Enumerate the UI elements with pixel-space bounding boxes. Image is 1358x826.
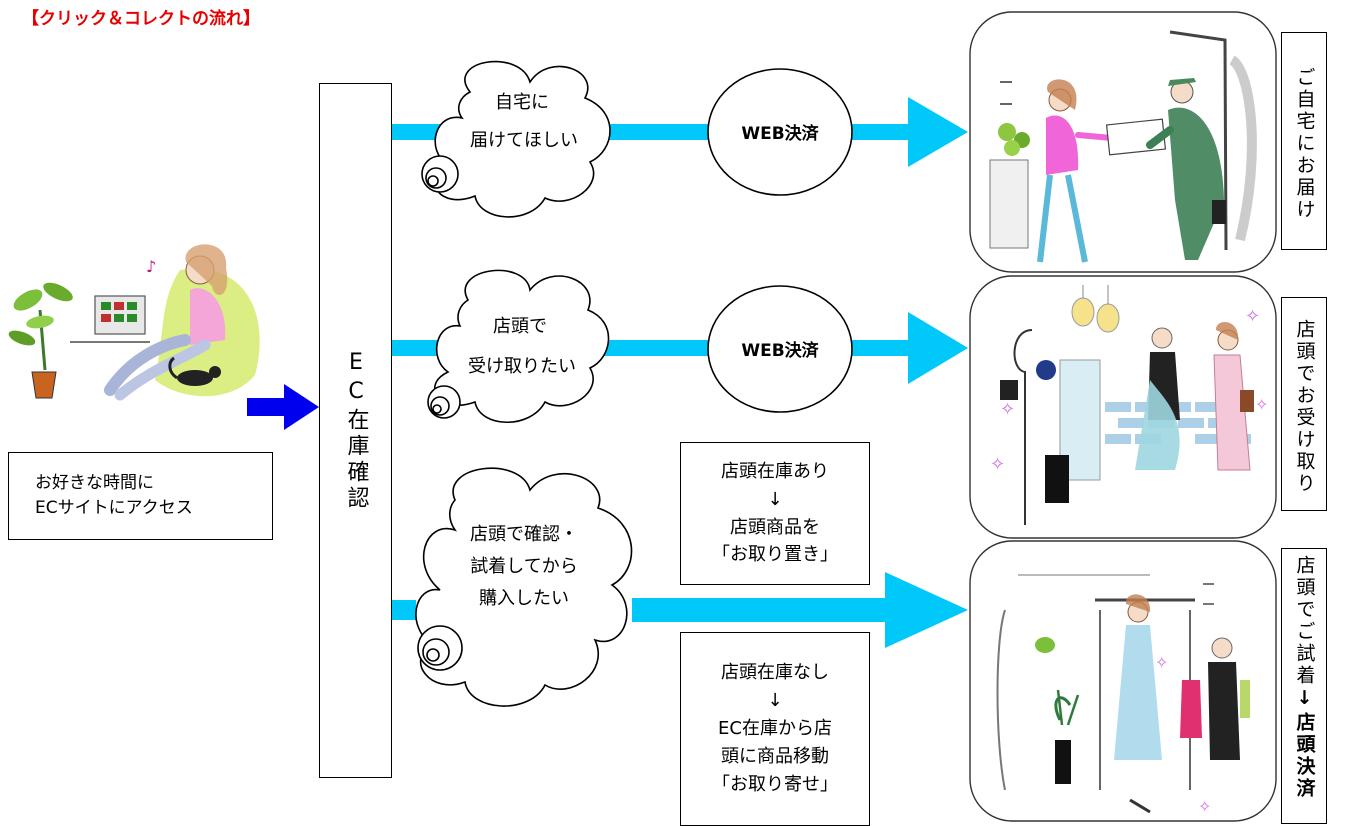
arrow-head <box>908 312 968 384</box>
thought-line: 店頭で <box>493 316 547 337</box>
svg-text:✧: ✧ <box>990 454 1005 475</box>
try-on-label: 店頭でご試着↓店頭決済 <box>1293 555 1316 800</box>
payment-node: WEB決済 <box>707 68 853 196</box>
svg-text:♪: ♪ <box>146 257 156 276</box>
try-on-label-normal: 店頭でご試着 <box>1293 555 1316 687</box>
arrow-head <box>908 97 968 167</box>
home-delivery-label-box: ご自宅にお届け <box>1281 32 1327 250</box>
delivery-illustration <box>969 11 1277 273</box>
connector-bar <box>848 340 910 356</box>
connector-bar <box>392 600 416 620</box>
thought-line: 試着してから <box>470 556 577 577</box>
entry-arrow <box>247 384 319 430</box>
connector-bar <box>392 340 446 356</box>
svg-text:✧: ✧ <box>1155 653 1168 672</box>
try-on-label-box: 店頭でご試着↓店頭決済 <box>1281 548 1327 824</box>
thought-cloud-try-on: 店頭で確認・ 試着してから 購入したい <box>415 467 633 707</box>
store-stock-available-label: 店頭在庫あり ↓ 店頭商品を 「お取り置き」 <box>712 460 838 566</box>
ec-stock-check-box: EC在庫確認 <box>319 83 392 778</box>
connector-bar <box>600 340 715 356</box>
svg-text:✧: ✧ <box>1255 395 1268 414</box>
try-on-label-arrow: ↓ <box>1293 687 1316 712</box>
store-stock-unavailable-label: 店頭在庫なし ↓ EC在庫から店 頭に商品移動 「お取り寄せ」 <box>712 662 838 795</box>
ec-stock-check-label: EC在庫確認 <box>343 349 369 512</box>
connector-bar <box>848 124 910 140</box>
payment-node: WEB決済 <box>707 285 853 413</box>
try-on-label-bold: 店頭決済 <box>1293 712 1316 800</box>
home-delivery-label: ご自宅にお届け <box>1293 67 1316 221</box>
payment-label: WEB決済 <box>741 123 819 144</box>
fitting-room-illustration: ✧ ✧ <box>969 540 1277 822</box>
person-illustration: ♪ <box>8 244 260 401</box>
thought-line: 届けてほしい <box>470 130 578 151</box>
thought-line: 購入したい <box>479 588 569 609</box>
page-title: 【クリック＆コレクトの流れ】 <box>22 9 260 29</box>
connectors <box>392 97 968 648</box>
thought-cloud-home: 自宅に 届けてほしい <box>421 60 611 218</box>
thought-line: 受け取りたい <box>468 356 576 377</box>
store-pickup-illustration: ✧ ✧ ✧ ✧ <box>969 275 1277 539</box>
thought-line: 店頭で確認・ <box>470 524 578 545</box>
ec-site-access-box: お好きな時間に ECサイトにアクセス <box>8 452 273 540</box>
arrow-head <box>885 572 968 648</box>
svg-text:✧: ✧ <box>1198 797 1211 816</box>
connector-bar <box>632 598 888 622</box>
store-stock-available-box: 店頭在庫あり ↓ 店頭商品を 「お取り置き」 <box>680 442 870 585</box>
store-stock-unavailable-box: 店頭在庫なし ↓ EC在庫から店 頭に商品移動 「お取り寄せ」 <box>680 632 870 826</box>
svg-text:✧: ✧ <box>1245 306 1260 327</box>
store-pickup-label-box: 店頭でお受け取り <box>1281 297 1327 511</box>
store-pickup-label: 店頭でお受け取り <box>1293 319 1316 495</box>
ec-site-access-label: お好きな時間に ECサイトにアクセス <box>35 472 193 519</box>
connector-bar <box>600 124 715 140</box>
svg-text:✧: ✧ <box>1000 399 1015 420</box>
thought-line: 自宅に <box>495 92 549 113</box>
payment-label: WEB決済 <box>741 340 819 361</box>
thought-cloud-store: 店頭で 受け取りたい <box>427 269 610 423</box>
